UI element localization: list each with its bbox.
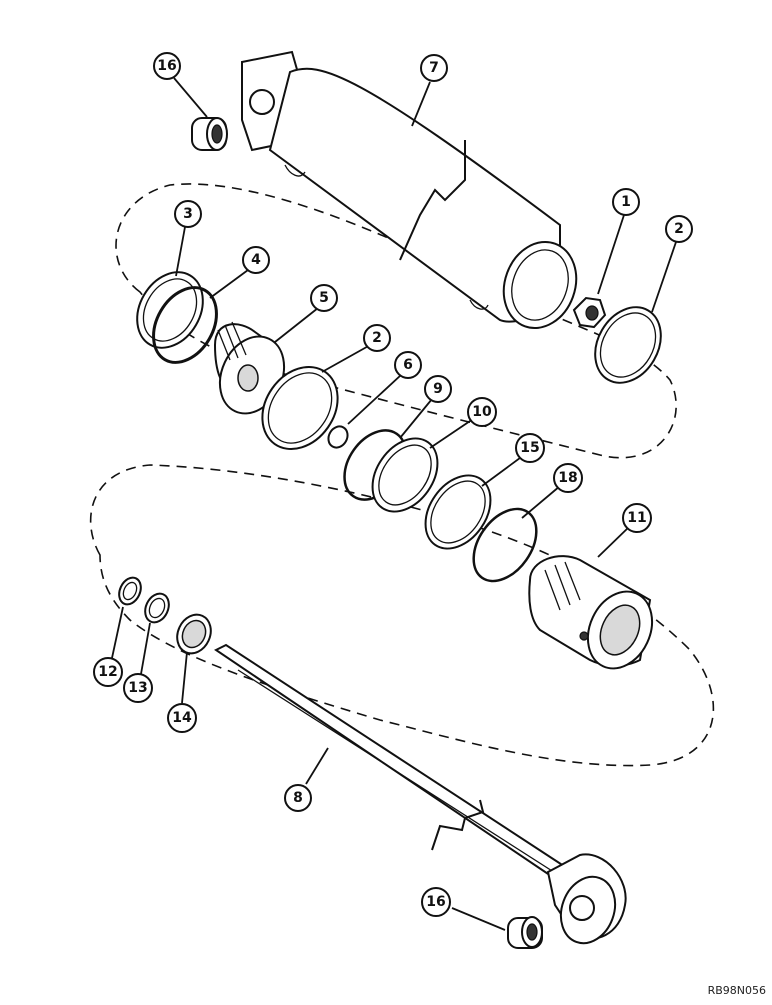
leader-lines: [111, 77, 677, 931]
callout-18: 18: [553, 463, 583, 493]
callout-16-bottom: 16: [421, 887, 451, 917]
piston-part-5: [213, 321, 286, 415]
svg-text:2: 2: [674, 221, 684, 237]
ring-part-15: [424, 474, 492, 550]
svg-text:8: 8: [293, 790, 303, 806]
svg-text:1: 1: [621, 194, 631, 210]
svg-text:3: 3: [183, 206, 193, 222]
gland-part-11: [528, 555, 654, 670]
callout-5: 5: [310, 284, 338, 312]
cylinder-barrel-part-7: [241, 50, 578, 330]
svg-text:5: 5: [319, 290, 329, 306]
o-ring-part-6: [327, 425, 349, 449]
callout-7: 7: [420, 54, 448, 82]
callout-1: 1: [612, 188, 640, 216]
svg-text:12: 12: [98, 664, 117, 680]
callout-2-right: 2: [665, 215, 693, 243]
svg-text:9: 9: [433, 381, 443, 397]
callout-11: 11: [622, 503, 652, 533]
lower-group-outline: [89, 464, 715, 767]
callout-10: 10: [467, 397, 497, 427]
svg-text:10: 10: [472, 404, 492, 420]
callout-12: 12: [93, 657, 123, 687]
callout-9: 9: [424, 375, 452, 403]
callout-6: 6: [394, 351, 422, 379]
svg-text:7: 7: [429, 60, 439, 76]
svg-text:4: 4: [251, 252, 261, 268]
o-ring-part-4: [152, 286, 218, 364]
callout-14: 14: [167, 703, 197, 733]
callout-13: 13: [123, 673, 153, 703]
ring-part-12: [118, 576, 142, 606]
svg-text:16: 16: [157, 58, 176, 74]
callout-15: 15: [515, 433, 545, 463]
svg-text:6: 6: [403, 357, 413, 373]
svg-text:16: 16: [426, 894, 445, 910]
seal-part-2-right: [594, 306, 662, 384]
ring-part-10: [371, 437, 439, 513]
callout-4: 4: [242, 246, 270, 274]
bushing-part-16-bottom: [507, 916, 543, 949]
reference-code: RB98N056: [708, 984, 766, 997]
ring-part-13: [144, 592, 170, 624]
callout-16-top: 16: [153, 52, 181, 80]
bushing-part-14: [176, 613, 212, 655]
callout-8: 8: [284, 784, 312, 812]
nut-part-1: [572, 296, 607, 329]
svg-text:18: 18: [558, 470, 577, 486]
bushing-part-16-top: [191, 117, 228, 151]
piston-rod-part-8: [214, 643, 627, 945]
svg-text:11: 11: [627, 510, 646, 526]
svg-text:15: 15: [520, 440, 539, 456]
callout-3: 3: [174, 200, 202, 228]
svg-text:13: 13: [128, 680, 147, 696]
callout-2-middle: 2: [363, 324, 391, 352]
svg-text:14: 14: [172, 710, 192, 726]
svg-text:2: 2: [372, 330, 382, 346]
ring-part-3: [136, 271, 204, 349]
